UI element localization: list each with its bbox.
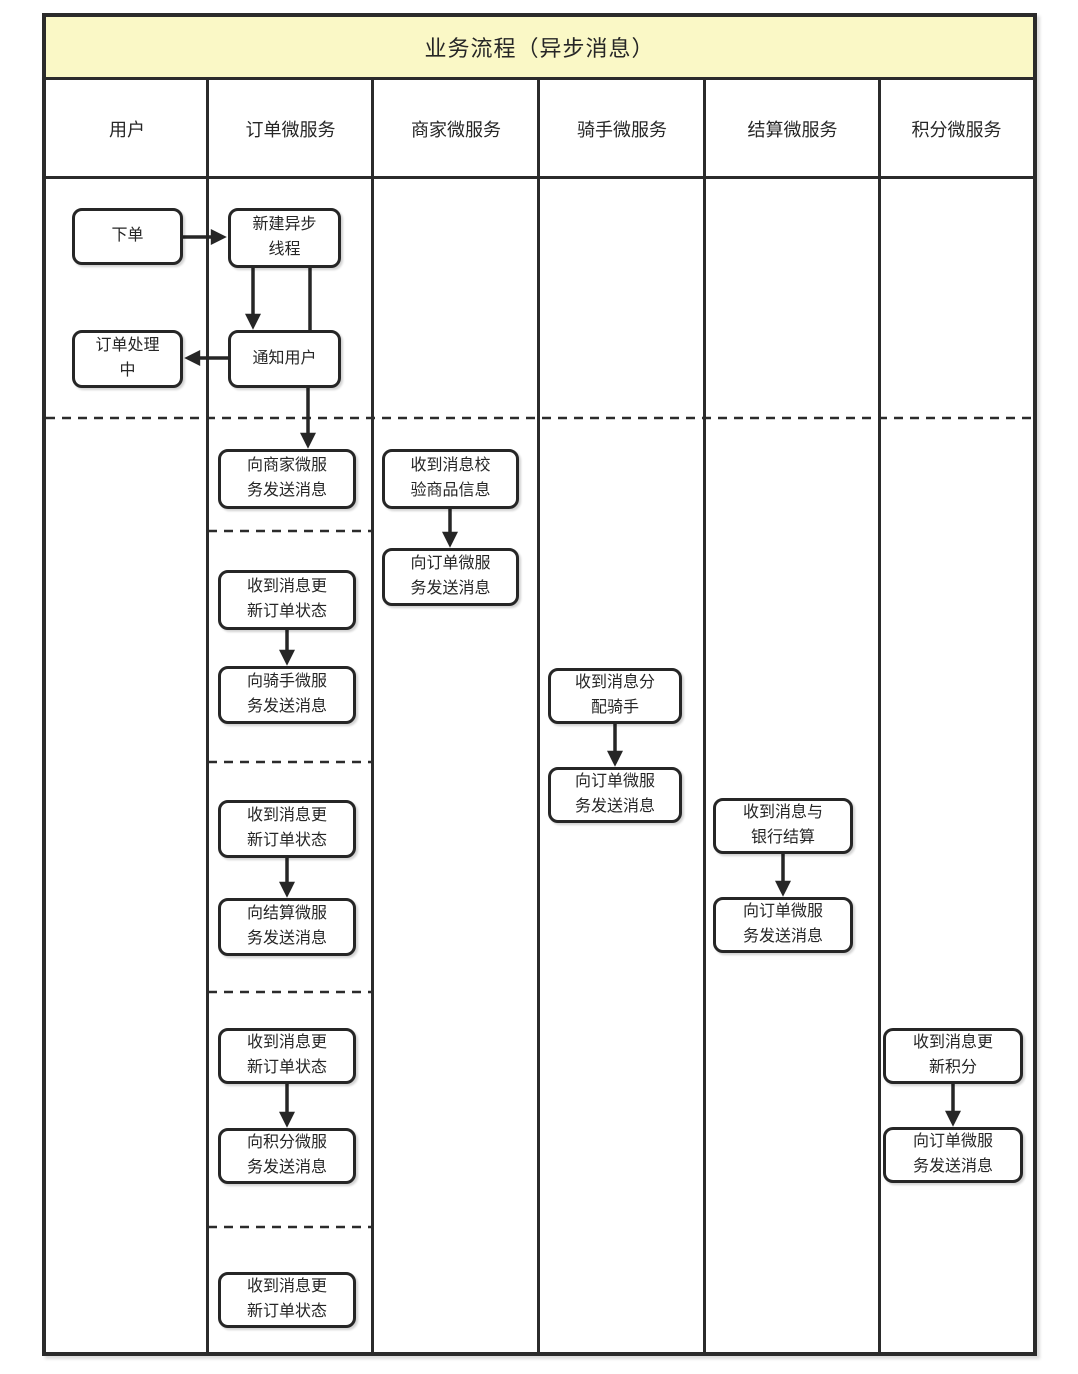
node-merchant-validate-goods: 收到消息校 验商品信息 bbox=[382, 449, 519, 509]
lane-divider-5 bbox=[878, 77, 881, 1352]
node-send-msg-to-rider: 向骑手微服 务发送消息 bbox=[218, 666, 356, 724]
swimlane-table: 业务流程（异步消息） 用户 订单微服务 商家微服务 骑手微服务 结算微服务 积分… bbox=[42, 13, 1037, 1356]
diagram-title: 业务流程（异步消息） bbox=[46, 17, 1033, 80]
lane-header-rider-service: 骑手微服务 bbox=[577, 120, 667, 140]
node-order-processing: 订单处理 中 bbox=[72, 330, 183, 388]
node-order-update-status-2: 收到消息更 新订单状态 bbox=[218, 800, 356, 858]
lane-header-settlement-service: 结算微服务 bbox=[747, 120, 838, 140]
lane-header-row: 用户 订单微服务 商家微服务 骑手微服务 结算微服务 积分微服务 bbox=[46, 80, 1033, 178]
lane-header-points-service: 积分微服务 bbox=[911, 120, 1002, 140]
node-rider-send-msg-to-order: 向订单微服 务发送消息 bbox=[548, 767, 682, 823]
lane-divider-1 bbox=[206, 77, 209, 1352]
lane-divider-3 bbox=[537, 77, 540, 1352]
node-send-msg-to-merchant: 向商家微服 务发送消息 bbox=[218, 449, 356, 509]
lane-header-user: 用户 bbox=[109, 120, 145, 140]
node-points-send-msg-to-order: 向订单微服 务发送消息 bbox=[883, 1127, 1023, 1183]
node-notify-user: 通知用户 bbox=[228, 330, 341, 388]
node-place-order: 下单 bbox=[72, 208, 183, 265]
node-send-msg-to-points: 向积分微服 务发送消息 bbox=[218, 1128, 356, 1184]
node-settlement-with-bank: 收到消息与 银行结算 bbox=[713, 798, 853, 854]
node-settlement-send-msg-to-order: 向订单微服 务发送消息 bbox=[713, 897, 853, 953]
node-create-async-thread: 新建异步 线程 bbox=[228, 208, 341, 268]
node-rider-assign: 收到消息分 配骑手 bbox=[548, 668, 682, 724]
node-points-update: 收到消息更 新积分 bbox=[883, 1028, 1023, 1084]
node-order-update-status-4: 收到消息更 新订单状态 bbox=[218, 1272, 356, 1328]
node-send-msg-to-settlement: 向结算微服 务发送消息 bbox=[218, 898, 356, 956]
node-merchant-send-msg-to-order: 向订单微服 务发送消息 bbox=[382, 548, 519, 606]
node-order-update-status-1: 收到消息更 新订单状态 bbox=[218, 570, 356, 630]
node-order-update-status-3: 收到消息更 新订单状态 bbox=[218, 1028, 356, 1084]
lane-divider-4 bbox=[703, 77, 706, 1352]
lane-divider-2 bbox=[371, 77, 374, 1352]
lane-header-merchant-service: 商家微服务 bbox=[411, 120, 501, 140]
lane-header-order-service: 订单微服务 bbox=[245, 120, 336, 140]
